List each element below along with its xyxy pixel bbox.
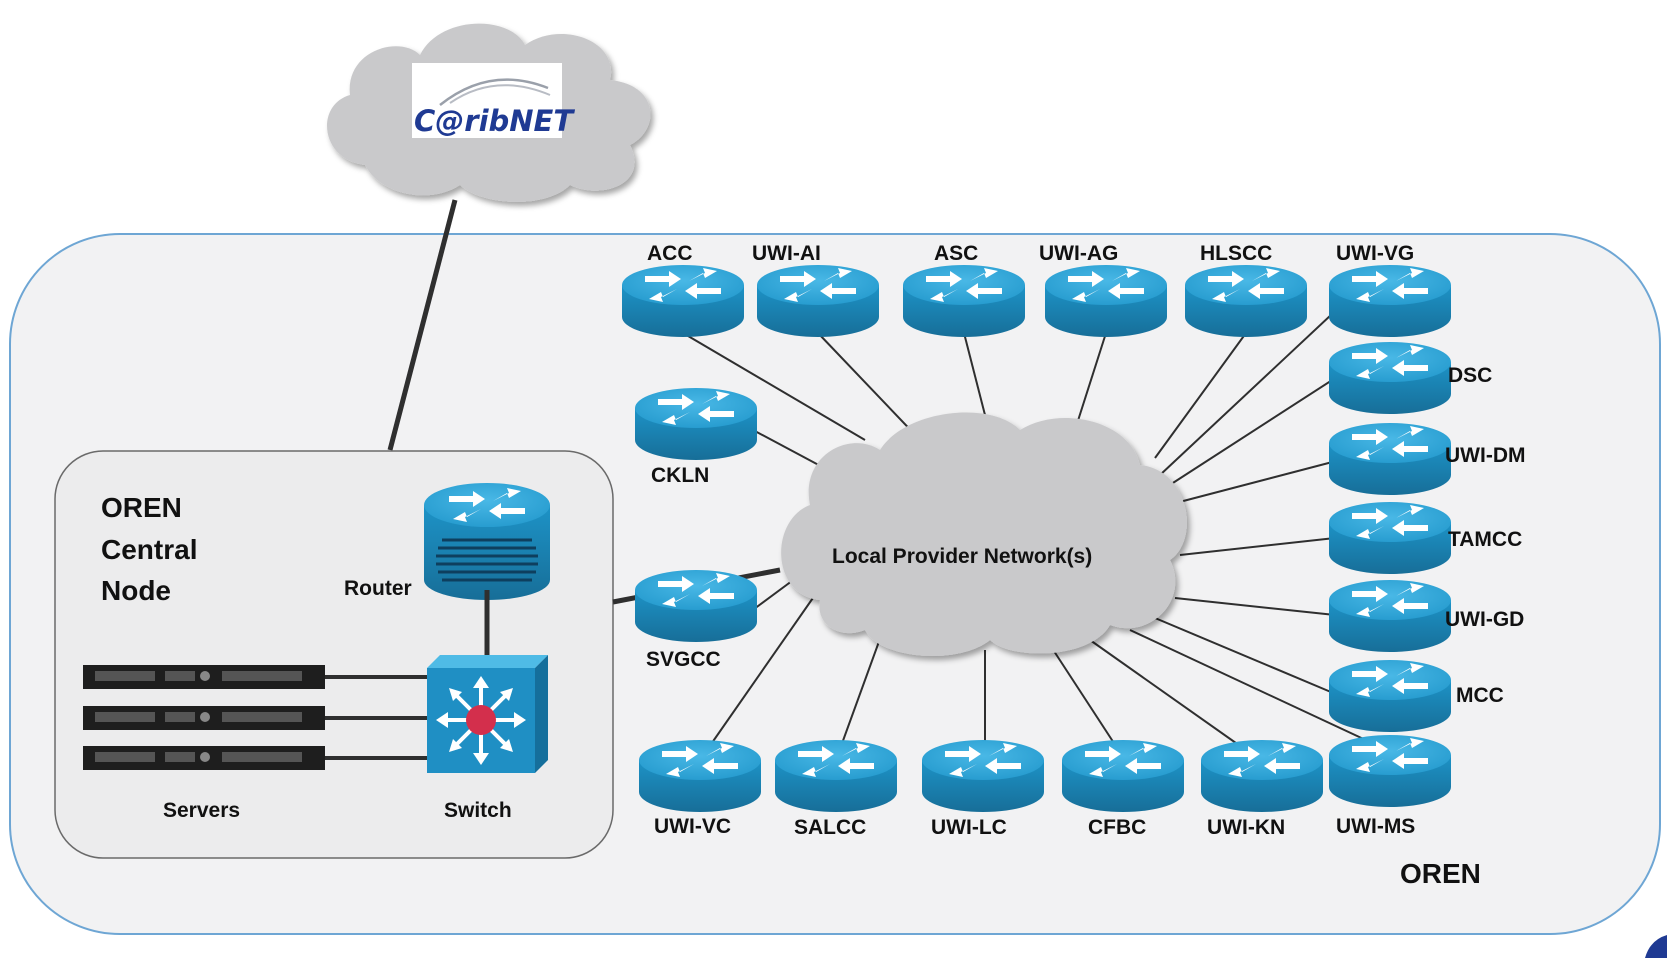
router-icon-tamcc xyxy=(1329,502,1451,574)
caribnet-logo-text: C@ribNET xyxy=(414,104,575,138)
provider-network-label: Local Provider Network(s) xyxy=(832,545,1092,568)
switch-label: Switch xyxy=(444,799,512,822)
router-icon-uwi-gd xyxy=(1329,580,1451,652)
router-icon-acc xyxy=(622,265,744,337)
router-icon-ckln xyxy=(635,388,757,460)
router-icon-uwi-ai xyxy=(757,265,879,337)
site-label-uwi-kn: UWI-KN xyxy=(1207,816,1285,839)
site-label-cfbc: CFBC xyxy=(1088,816,1146,839)
central-router-icon xyxy=(424,483,550,600)
router-icon-asc xyxy=(903,265,1025,337)
site-label-uwi-vc: UWI-VC xyxy=(654,815,731,838)
router-icon-hlscc xyxy=(1185,265,1307,337)
site-label-uwi-lc: UWI-LC xyxy=(931,816,1007,839)
oren-region-label: OREN xyxy=(1400,858,1481,889)
router-icon-cfbc xyxy=(1062,740,1184,812)
router-icon-uwi-vg xyxy=(1329,265,1451,337)
servers-label: Servers xyxy=(163,799,240,822)
site-label-ckln: CKLN xyxy=(651,464,709,487)
site-label-uwi-gd: UWI-GD xyxy=(1445,608,1524,631)
router-icon-uwi-kn xyxy=(1201,740,1323,812)
provider-cloud xyxy=(781,412,1187,657)
site-label-acc: ACC xyxy=(647,242,693,265)
uplink-line xyxy=(387,199,458,451)
site-label-asc: ASC xyxy=(934,242,978,265)
site-label-uwi-ag: UWI-AG xyxy=(1039,242,1118,265)
site-label-svgcc: SVGCC xyxy=(646,648,721,671)
site-label-mcc: MCC xyxy=(1456,684,1504,707)
site-label-hlscc: HLSCC xyxy=(1200,242,1272,265)
caribnet-logo-swoosh xyxy=(439,78,549,106)
caribnet-logo-box xyxy=(412,63,562,138)
site-label-uwi-vg: UWI-VG xyxy=(1336,242,1414,265)
site-label-uwi-ms: UWI-MS xyxy=(1336,815,1415,838)
router-icon-dsc xyxy=(1329,342,1451,414)
router-icon-uwi-vc xyxy=(639,740,761,812)
site-label-dsc: DSC xyxy=(1448,364,1492,387)
router-icon-salcc xyxy=(775,740,897,812)
router-icon-svgcc xyxy=(635,570,757,642)
router-icon-uwi-lc xyxy=(922,740,1044,812)
site-label-tamcc: TAMCC xyxy=(1448,528,1522,551)
central-node-title-line-3: Node xyxy=(101,575,171,606)
server-rack xyxy=(83,665,325,770)
central-node-title-line-2: Central xyxy=(101,534,197,565)
router-icon-mcc xyxy=(1329,660,1451,732)
caribnet-logo-swoosh-2 xyxy=(449,84,551,104)
site-label-uwi-dm: UWI-DM xyxy=(1445,444,1525,467)
router-label: Router xyxy=(344,577,412,600)
router-icon-uwi-dm xyxy=(1329,423,1451,495)
site-label-uwi-ai: UWI-AI xyxy=(752,242,821,265)
switch-icon xyxy=(427,655,548,773)
site-label-salcc: SALCC xyxy=(794,816,866,839)
router-icon-uwi-ag xyxy=(1045,265,1167,337)
central-node-title-line-1: OREN xyxy=(101,492,182,523)
router-icon-uwi-ms xyxy=(1329,735,1451,807)
region-corner-accent xyxy=(1645,935,1667,958)
